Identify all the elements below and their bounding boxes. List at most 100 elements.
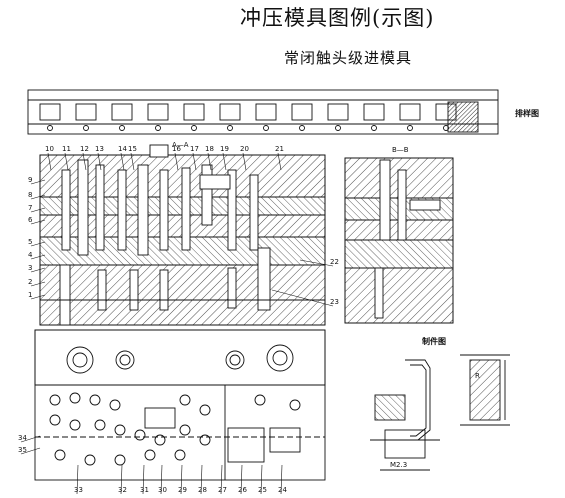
callout-number: 27	[218, 486, 227, 494]
callout-leader	[30, 267, 46, 273]
plan-hole	[69, 419, 81, 431]
plan-hole	[154, 434, 166, 446]
callout-leader	[277, 152, 282, 171]
callout-number: 2	[28, 278, 33, 286]
callout-number: 9	[28, 176, 33, 184]
callout-number: 22	[330, 258, 339, 266]
plan-hole	[49, 394, 61, 406]
plan-hole	[179, 424, 191, 436]
callout-leader	[30, 294, 46, 300]
callout-number: 12	[80, 145, 89, 153]
callout-leader	[280, 464, 283, 495]
strip-station	[39, 103, 61, 121]
plan-hole	[254, 394, 266, 406]
callout-leader	[240, 464, 243, 495]
pilot-hole	[155, 125, 161, 131]
plan-hole	[134, 429, 146, 441]
callout-leader	[271, 289, 334, 307]
pilot-hole	[119, 125, 125, 131]
pilot-hole	[263, 125, 269, 131]
plan-view	[34, 329, 326, 481]
plan-hole	[69, 392, 81, 404]
callout-number: 1	[28, 291, 33, 299]
section-bb-label: B—B	[392, 146, 409, 154]
callout-leader	[30, 281, 46, 287]
callout-leader	[222, 152, 227, 171]
strip-layout	[27, 89, 499, 135]
callout-number: 17	[190, 145, 199, 153]
dim-r-label: R	[475, 372, 480, 380]
callout-number: 32	[118, 486, 127, 494]
callout-number: 19	[220, 145, 229, 153]
callout-leader	[120, 152, 125, 171]
callout-leader	[142, 464, 145, 495]
strip-station	[147, 103, 169, 121]
plan-hole	[84, 454, 96, 466]
pilot-hole	[407, 125, 413, 131]
section-bb	[344, 157, 454, 324]
strip-station	[219, 103, 241, 121]
plan-hole	[54, 449, 66, 461]
pilot-hole	[191, 125, 197, 131]
callout-number: 3	[28, 264, 33, 272]
callout-leader	[76, 464, 79, 495]
callout-leader	[299, 259, 334, 267]
callout-leader	[30, 179, 46, 185]
callout-number: 33	[74, 486, 83, 494]
callout-leader	[120, 464, 123, 495]
callout-leader	[30, 194, 46, 200]
dim-m23-label: M2.3	[390, 461, 408, 469]
strip-station	[75, 103, 97, 121]
pilot-hole	[335, 125, 341, 131]
callout-leader	[97, 152, 102, 171]
callout-leader	[200, 464, 203, 495]
callout-number: 4	[28, 251, 33, 259]
callout-number: 29	[178, 486, 187, 494]
plan-hole	[109, 399, 121, 411]
callout-leader	[20, 435, 41, 443]
callout-number: 7	[28, 204, 33, 212]
callout-number: 31	[140, 486, 149, 494]
callout-number: 13	[95, 145, 104, 153]
plan-hole	[144, 449, 156, 461]
plan-hole	[94, 419, 106, 431]
callout-number: 14	[118, 145, 127, 153]
callout-leader	[207, 152, 212, 171]
callout-number: 23	[330, 298, 339, 306]
plan-hole	[179, 394, 191, 406]
callout-number: 28	[198, 486, 207, 494]
strip-station	[255, 103, 277, 121]
callout-number: 16	[172, 145, 181, 153]
callout-number: 5	[28, 238, 33, 246]
plan-hole	[289, 399, 301, 411]
callout-leader	[260, 464, 263, 495]
callout-leader	[174, 152, 179, 171]
callout-number: 30	[158, 486, 167, 494]
callout-number: 8	[28, 191, 33, 199]
callout-number: 35	[18, 446, 27, 454]
callout-number: 10	[45, 145, 54, 153]
callout-leader	[242, 152, 247, 171]
strip-station	[291, 103, 313, 121]
callout-leader	[160, 464, 163, 495]
plan-hole	[89, 394, 101, 406]
callout-number: 26	[238, 486, 247, 494]
plan-hole	[114, 424, 126, 436]
callout-number: 25	[258, 486, 267, 494]
plan-hole	[199, 434, 211, 446]
section-aa	[39, 144, 326, 326]
pilot-hole	[371, 125, 377, 131]
callout-number: 6	[28, 216, 33, 224]
part-drawing-label: 制件图	[422, 337, 446, 346]
strip-station	[183, 103, 205, 121]
callout-leader	[30, 254, 46, 260]
page-subtitle: 常闭触头级进模具	[284, 49, 413, 67]
callout-leader	[130, 152, 135, 171]
callout-leader	[192, 152, 197, 171]
plan-hole	[199, 404, 211, 416]
pilot-hole	[47, 125, 53, 131]
callout-number: 18	[205, 145, 214, 153]
strip-station	[327, 103, 349, 121]
pilot-hole	[83, 125, 89, 131]
